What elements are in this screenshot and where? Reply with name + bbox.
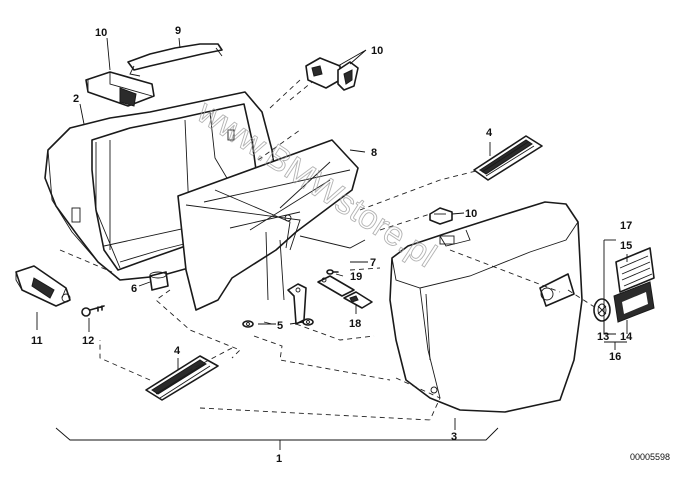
- emblem-disc: [593, 298, 611, 322]
- callout-11: 11: [31, 335, 43, 347]
- callout-4-top: 4: [486, 127, 493, 139]
- case-lid: [389, 201, 583, 413]
- callout-13: 13: [597, 331, 609, 343]
- callout-3: 3: [451, 431, 457, 443]
- callout-16: 16: [609, 351, 621, 363]
- assembly-dash-lines: [59, 79, 597, 421]
- callout-10-hinge: 10: [371, 45, 383, 57]
- callout-18: 18: [349, 318, 361, 330]
- callout-19: 19: [350, 271, 362, 283]
- callout-10-lid: 10: [465, 208, 477, 220]
- handle-grip: [85, 71, 155, 107]
- callout-6: 6: [131, 283, 137, 295]
- key: [81, 305, 105, 317]
- callout-4-bottom: 4: [174, 345, 181, 357]
- catalog-number: 00005598: [630, 452, 670, 462]
- callout-10-grip: 10: [95, 27, 107, 39]
- callout-2: 2: [73, 93, 79, 105]
- inner-frame: [177, 139, 366, 311]
- carry-handle: [127, 43, 223, 77]
- lock-assembly: [15, 265, 71, 307]
- support-arm: [287, 283, 307, 325]
- callout-15: 15: [620, 240, 632, 252]
- callout-12: 12: [82, 335, 94, 347]
- assembly-bracket: [55, 427, 499, 450]
- lid-clip: [429, 207, 453, 225]
- hinge-parts: [317, 269, 373, 309]
- callout-9: 9: [175, 25, 181, 37]
- callout-7: 7: [370, 257, 376, 269]
- rubber-strip-top: [473, 135, 543, 181]
- leader-lines: [36, 37, 628, 430]
- callout-8: 8: [371, 147, 377, 159]
- callout-14: 14: [620, 331, 633, 343]
- rubber-bumper: [149, 271, 169, 291]
- callout-17: 17: [620, 220, 632, 232]
- reflector-top: [615, 247, 655, 293]
- hinge-clip-top: [305, 57, 359, 91]
- callout-5: 5: [277, 320, 283, 332]
- callout-labels: 1 2 3 4 4 5 6 7 8 9 10 10 10 11 12 13 14…: [31, 25, 633, 465]
- rubber-strip-bottom: [145, 355, 219, 401]
- callout-1: 1: [276, 453, 282, 465]
- reflector-bottom: [613, 281, 655, 323]
